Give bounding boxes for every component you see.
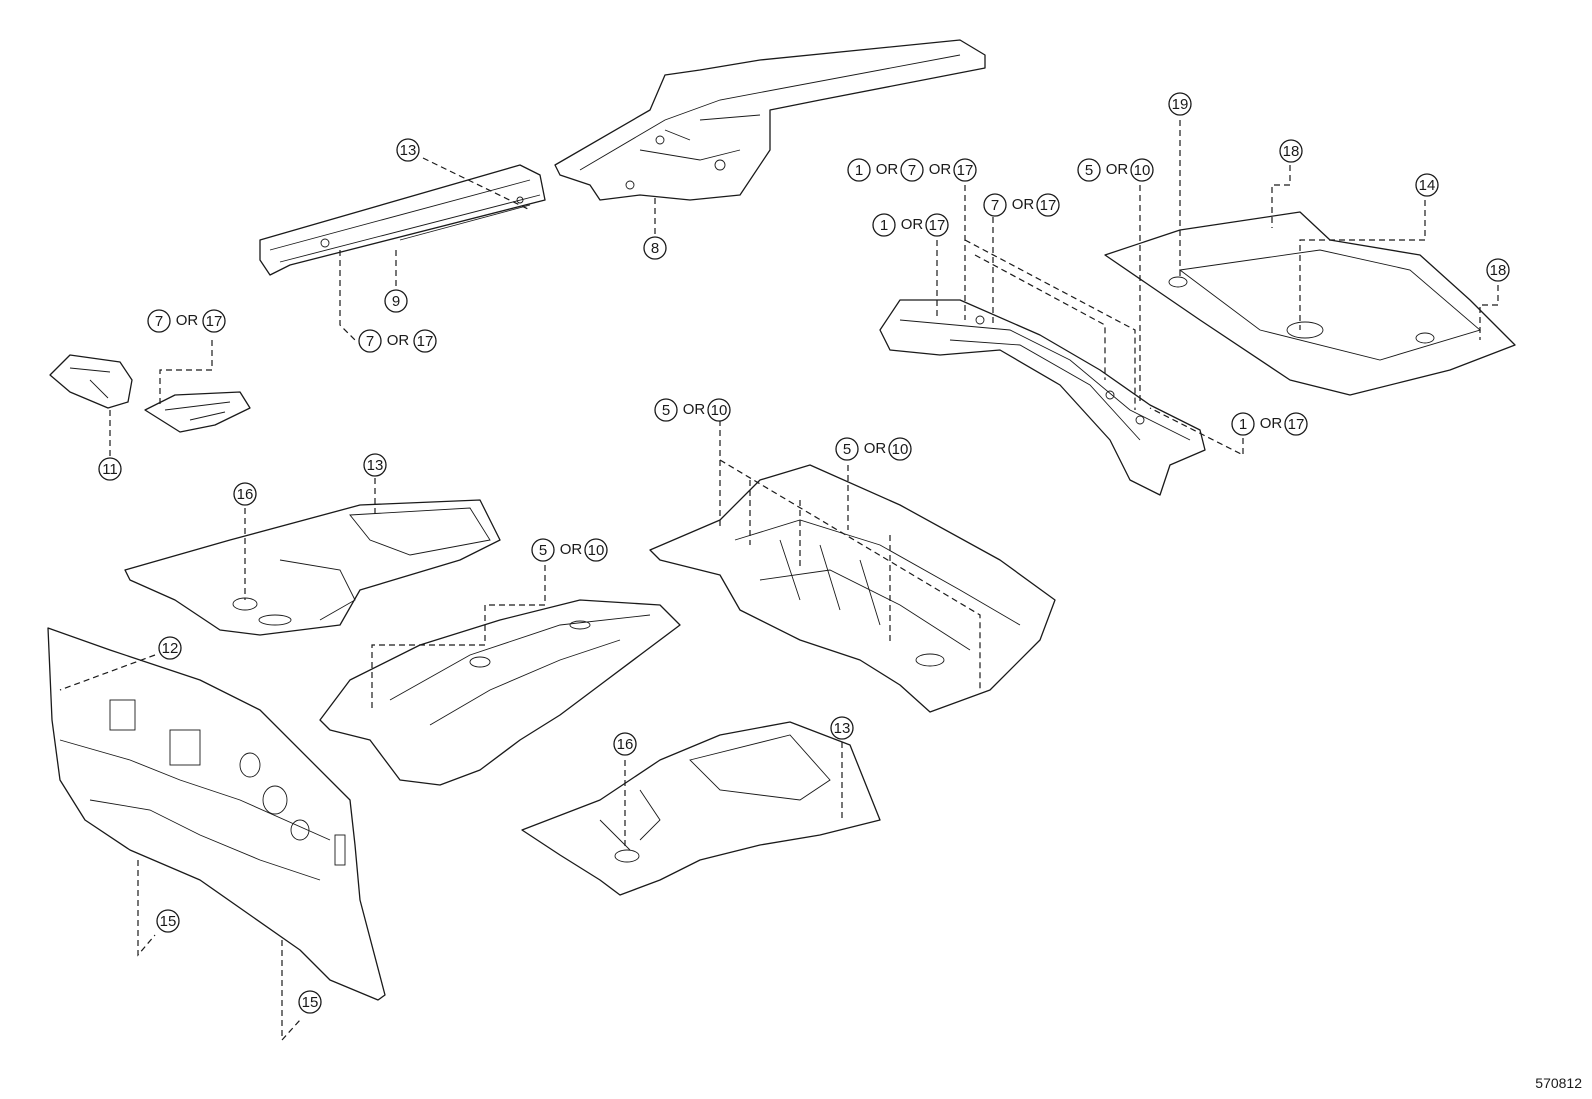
callout-19: 19 [1168, 92, 1192, 116]
or-label: OR [876, 161, 899, 178]
callout-15-a: 15 [156, 909, 180, 933]
callout-9: 9 [384, 289, 408, 313]
callout-number: 12 [162, 640, 179, 657]
callout-number: 10 [711, 402, 728, 419]
callout-number: 7 [991, 197, 999, 214]
callout-number: 5 [1085, 162, 1093, 179]
callout-number: 10 [588, 542, 605, 559]
callout-number: 5 [662, 402, 670, 419]
callout-15-b: 15 [298, 990, 322, 1014]
dash-panel [47, 627, 386, 1001]
callout-14: 14 [1415, 173, 1439, 197]
callout-5-or-10-d: 5 OR 10 [835, 437, 912, 461]
callout-number: 17 [1040, 197, 1057, 214]
callout-number: 8 [651, 240, 659, 257]
callout-5-or-10-a: 5 OR 10 [1077, 158, 1154, 182]
callout-number: 16 [617, 736, 634, 753]
callout-number: 17 [206, 313, 223, 330]
callout-number: 13 [834, 720, 851, 737]
small-floor-plate [144, 391, 251, 433]
callout-13-b: 13 [363, 453, 387, 477]
callouts: 13 8 9 7 OR 17 7 OR 17 11 [98, 92, 1510, 1014]
callout-18-b: 18 [1486, 258, 1510, 282]
or-label: OR [864, 440, 887, 457]
front-floor-pan-lower-right [521, 721, 881, 896]
callout-number: 7 [366, 333, 374, 350]
callout-number: 9 [392, 293, 400, 310]
front-bracket [49, 354, 133, 409]
callout-number: 13 [367, 457, 384, 474]
or-label: OR [176, 312, 199, 329]
callout-1-or-7-or-17: 1 OR 7 OR 17 [847, 158, 977, 182]
callout-number: 7 [155, 313, 163, 330]
or-label: OR [901, 216, 924, 233]
front-side-member-assembly [554, 39, 986, 201]
callout-number: 17 [1288, 416, 1305, 433]
callout-number: 1 [880, 217, 888, 234]
callout-number: 17 [417, 333, 434, 350]
center-floor-tunnel-front [319, 599, 681, 786]
center-floor-pan-rear [649, 464, 1056, 713]
callout-18-a: 18 [1279, 139, 1303, 163]
leader-lines [59, 120, 1499, 1042]
callout-number: 1 [855, 162, 863, 179]
callout-number: 18 [1283, 143, 1300, 160]
callout-8: 8 [643, 236, 667, 260]
callout-5-or-10-b: 5 OR 10 [531, 538, 608, 562]
callout-number: 18 [1490, 262, 1507, 279]
or-label: OR [683, 401, 706, 418]
or-label: OR [1106, 161, 1129, 178]
callout-number: 17 [957, 162, 974, 179]
callout-13-c: 13 [830, 716, 854, 740]
callout-16-a: 16 [233, 482, 257, 506]
callout-number: 10 [1134, 162, 1151, 179]
callout-7-or-17-c: 7 OR 17 [983, 193, 1060, 217]
callout-number: 14 [1419, 177, 1436, 194]
or-label: OR [560, 541, 583, 558]
callout-5-or-10-c: 5 OR 10 [654, 398, 731, 422]
callout-number: 16 [237, 486, 254, 503]
figure-id: 570812 [1535, 1075, 1582, 1091]
callout-number: 7 [908, 162, 916, 179]
callout-12: 12 [158, 636, 182, 660]
callout-number: 15 [160, 913, 177, 930]
or-label: OR [1260, 415, 1283, 432]
callout-7-or-17-b: 7 OR 17 [147, 309, 226, 333]
callout-number: 5 [539, 542, 547, 559]
callout-number: 15 [302, 994, 319, 1011]
callout-11: 11 [98, 457, 122, 481]
callout-number: 10 [892, 441, 909, 458]
callout-number: 5 [843, 441, 851, 458]
or-label: OR [1012, 196, 1035, 213]
callout-number: 1 [1239, 416, 1247, 433]
callout-13-top: 13 [396, 138, 420, 162]
rocker-inner-panel [259, 164, 546, 276]
callout-number: 13 [400, 142, 417, 159]
callout-number: 11 [102, 461, 118, 478]
callout-number: 19 [1172, 96, 1189, 113]
callout-number: 17 [929, 217, 946, 234]
callout-16-b: 16 [613, 732, 637, 756]
callout-1-or-17-a: 1 OR 17 [872, 213, 949, 237]
rear-floor-cross-member [879, 299, 1206, 496]
or-label: OR [387, 332, 410, 349]
callout-1-or-17-b: 1 OR 17 [1231, 412, 1308, 436]
or-label: OR [929, 161, 952, 178]
front-floor-pan-upper-left [124, 499, 501, 636]
callout-7-or-17-a: 7 OR 17 [358, 329, 437, 353]
